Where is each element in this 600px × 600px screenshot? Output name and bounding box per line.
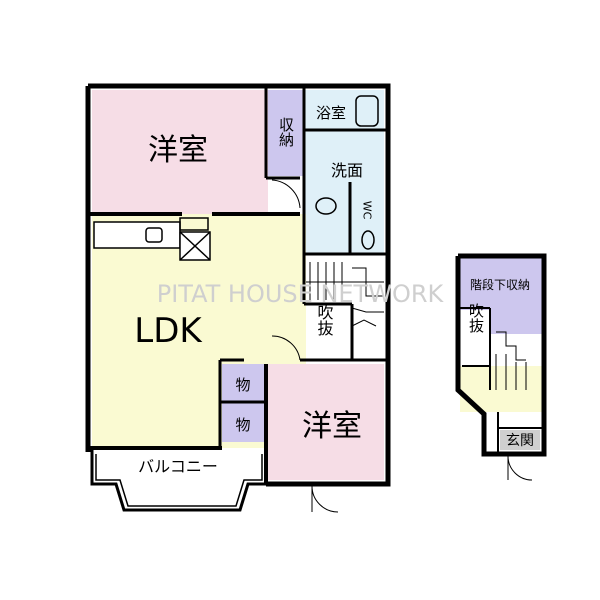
void-side-label: 吹抜 [467,303,485,334]
walls [85,83,391,512]
ldk-label: LDK [134,311,203,351]
closet-2-label: 物 [235,416,250,434]
watermark: PITAT HOUSE NETWORK [157,280,445,308]
bathtub [355,95,379,127]
void-main-label: 吹抜 [315,304,334,337]
bedroom-top-label: 洋室 [148,133,208,168]
kitchen-counter [93,217,211,261]
storage-top-fill [268,90,304,176]
side-unit [455,253,547,481]
understair-storage-label: 階段下収納 [470,277,530,292]
balcony-label: バルコニー [138,457,218,476]
toilet-label: WC [361,201,374,220]
main-staircase [306,262,384,327]
entrance-label: 玄関 [506,432,534,449]
storage-top-label: 収納 [277,117,295,148]
door-swings [271,179,339,513]
room-labels: 洋室 収納 浴室 洗面 WC LDK 吹抜 物 物 洋室 バルコニー 階段下収納… [134,104,534,476]
toilet-bowl [361,230,375,250]
closet-1-fill [222,364,266,402]
washroom-fill [304,130,384,254]
bedroom-bottom-label: 洋室 [302,409,362,444]
bedroom-top-fill [92,90,268,214]
void-main-fill [306,306,350,358]
washroom-label: 洗面 [331,161,363,180]
closet-2-fill [222,402,266,442]
bathroom-label: 浴室 [316,104,346,122]
bedroom-bottom-fill [268,364,384,480]
closet-1-label: 物 [235,376,250,394]
wash-basin [315,197,337,215]
